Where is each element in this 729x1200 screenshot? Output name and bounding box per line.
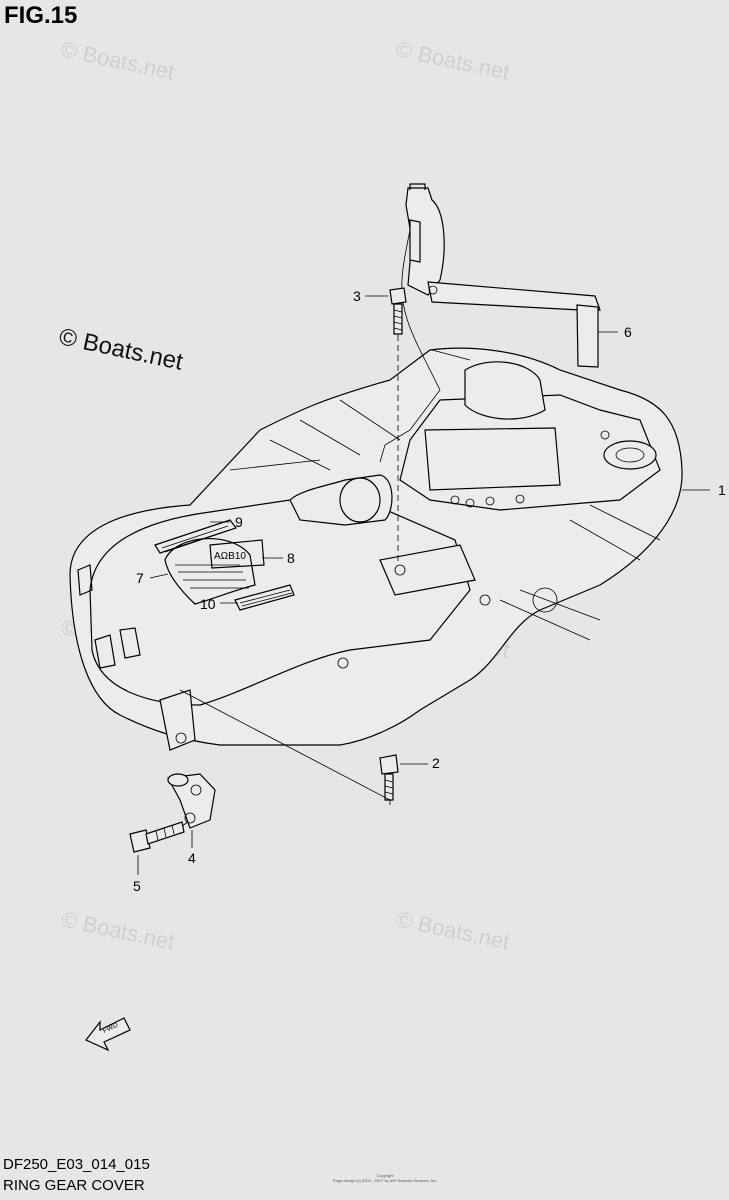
ring-gear-cover-part: [69, 347, 683, 751]
callout-1: 1: [718, 482, 726, 498]
callout-5: 5: [133, 878, 141, 894]
callout-8: 8: [287, 550, 295, 566]
callout-2: 2: [432, 755, 440, 771]
copyright-notice: Copyright Page design (c) 2004 - 2017 by…: [332, 1173, 438, 1183]
diagram-code: DF250_E03_014_015: [3, 1156, 150, 1173]
callout-9: 9: [235, 514, 243, 530]
bolt-part-5: [129, 821, 185, 853]
callout-4: 4: [188, 850, 196, 866]
callout-7: 7: [136, 570, 144, 586]
callout-10: 10: [200, 596, 216, 612]
bracket-part-6: [405, 183, 601, 368]
figure-title: FIG.15: [4, 2, 78, 29]
bolt-part-2: [379, 754, 399, 801]
cover-label-text: AΩB10: [214, 551, 246, 562]
bracket-part-4: [167, 773, 216, 829]
forward-direction-arrow-icon: FWD: [85, 1017, 131, 1052]
callout-3: 3: [353, 288, 361, 304]
callout-6: 6: [624, 324, 632, 340]
bolt-part-3: [389, 287, 407, 335]
diagram-name: RING GEAR COVER: [3, 1177, 145, 1194]
